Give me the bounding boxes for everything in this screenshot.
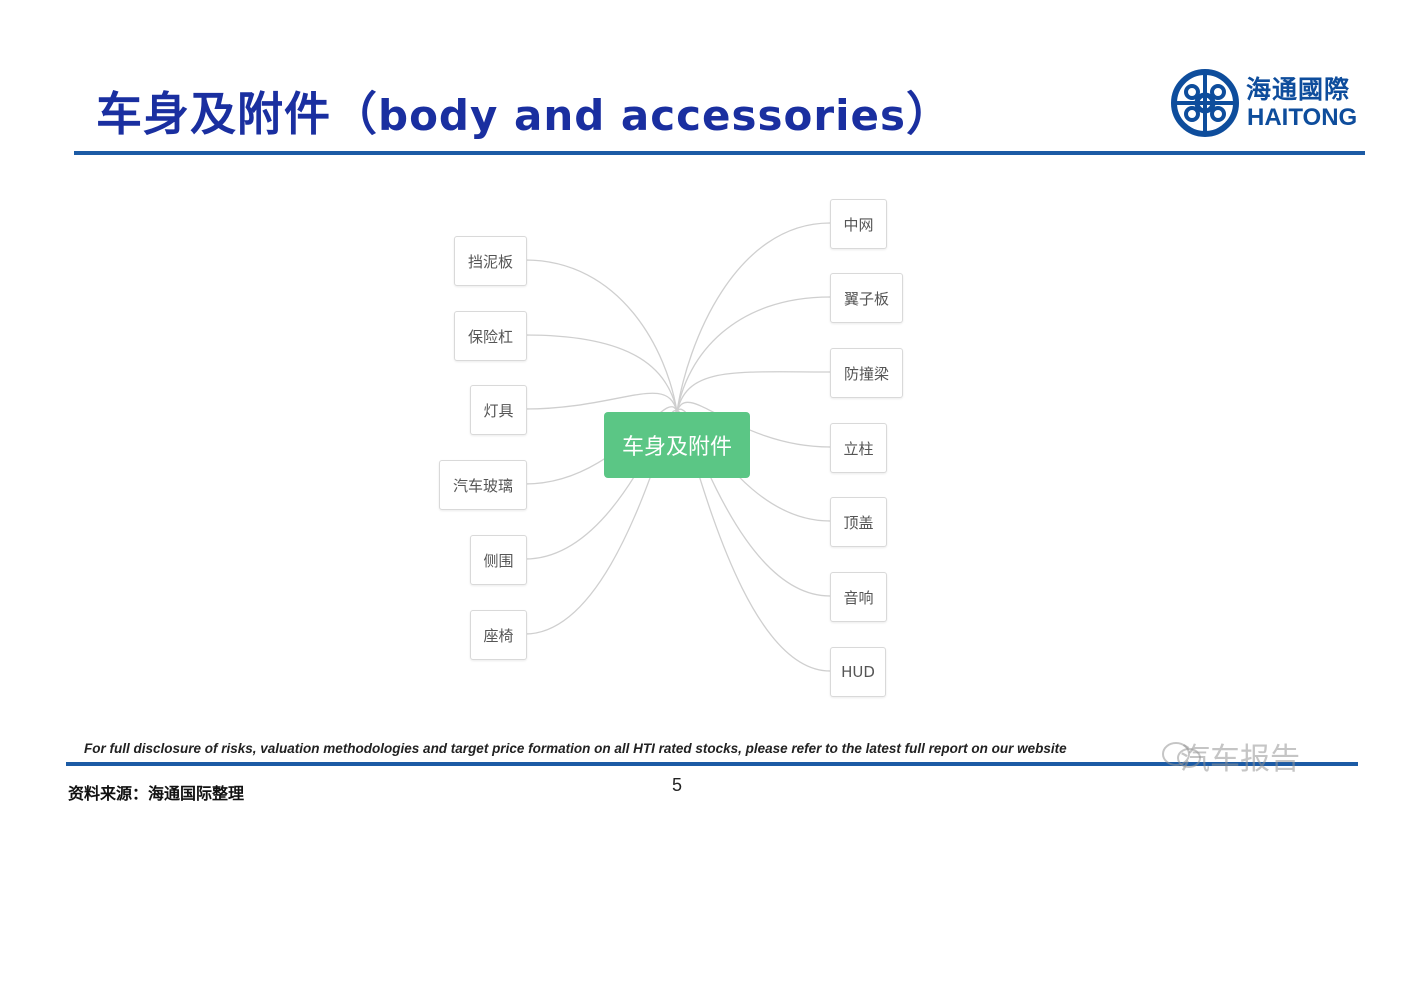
title-close: ） — [905, 87, 953, 141]
mind-map-left-node: 座椅 — [470, 610, 527, 660]
mind-map-right-node: 立柱 — [830, 423, 887, 473]
mind-map-right-node: HUD — [830, 647, 886, 697]
watermark-text: 汽车报告 — [1180, 742, 1300, 777]
disclaimer-text: For full disclosure of risks, valuation … — [84, 741, 1067, 756]
right-branch-link — [676, 371, 831, 413]
source-note: 资料来源：海通国际整理 — [68, 784, 245, 803]
mind-map-center-node: 车身及附件 — [604, 412, 750, 478]
left-branch-link — [524, 259, 678, 413]
title-cn: 车身及附件（ — [96, 87, 378, 141]
mind-map-left-node: 侧围 — [470, 535, 527, 585]
right-branch-link — [676, 222, 831, 413]
footer-divider — [66, 762, 1358, 766]
page-title: 车身及附件（body and accessories） — [96, 78, 953, 144]
mind-map-right-node: 防撞梁 — [830, 348, 903, 398]
logo-text-cn: 海通國際 — [1246, 75, 1351, 104]
mind-map-left-node: 挡泥板 — [454, 236, 527, 286]
mind-map-left-node: 汽车玻璃 — [439, 460, 527, 510]
left-branch-link — [524, 392, 678, 413]
haitong-emblem-icon — [1171, 69, 1239, 137]
mind-map-right-node: 翼子板 — [830, 273, 903, 323]
mind-map-left-node: 灯具 — [470, 385, 527, 435]
mind-map-right-node: 中网 — [830, 199, 887, 249]
header-divider — [74, 151, 1365, 155]
logo-text-en: HAITONG — [1247, 104, 1358, 131]
haitong-logo: 海通國際 HAITONG — [1170, 68, 1370, 138]
mind-map-left-node: 保险杠 — [454, 311, 527, 361]
right-branch-link — [676, 296, 831, 413]
page-number: 5 — [672, 775, 683, 795]
title-en: body and accessories — [378, 91, 906, 140]
left-branch-link — [524, 334, 678, 413]
mind-map-right-node: 音响 — [830, 572, 887, 622]
wechat-icon — [1162, 742, 1201, 768]
mind-map-right-node: 顶盖 — [830, 497, 887, 547]
